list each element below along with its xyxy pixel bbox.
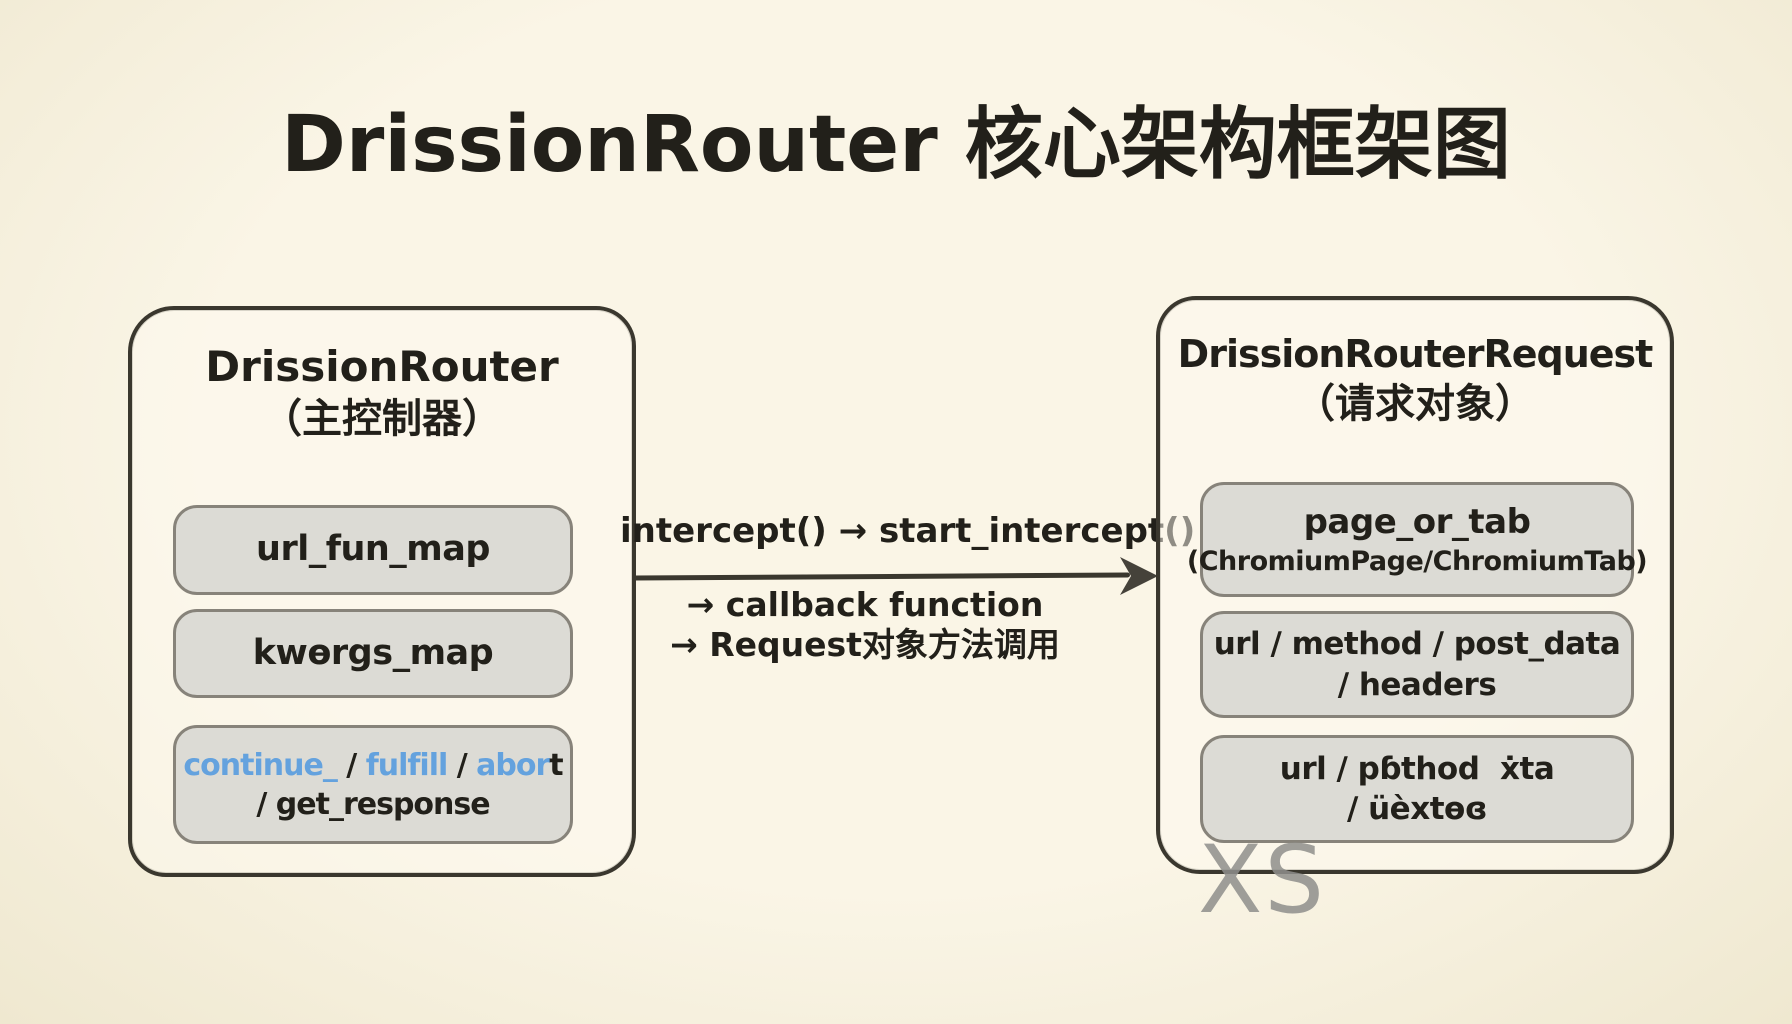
item-line: kwɵrgs_map: [252, 631, 494, 677]
item-line: url / pɓthod ẋta: [1279, 749, 1555, 789]
arrow-sublabel-callback: → callback function: [686, 585, 1044, 624]
diagram-item: url / pɓthod ẋta / üèxtɵɞ: [1200, 735, 1634, 843]
item-line: / get_response: [256, 785, 490, 824]
item-line: (ChromiumPage/ChromiumTab): [1186, 544, 1648, 579]
item-segment: / üèxtɵɞ: [1347, 791, 1488, 827]
diagram-title: DrissionRouter 核心架构框架图: [281, 100, 1511, 190]
drissionrouterrequest-box: DrissionRouterRequest （请求对象） page_or_tab…: [1156, 296, 1674, 874]
left-box-items: url_fun_map kwɵrgs_map continue_ / fulfill…: [132, 310, 632, 873]
item-segment: /: [336, 747, 366, 783]
arrow-label-intercept: intercept() → start_intercept(): [620, 511, 1196, 551]
diagram-item: kwɵrgs_map: [173, 609, 573, 698]
left-box-subtitle: （主控制器）: [262, 395, 502, 442]
arrow-sublabels: → callback function → Request对象方法调用: [600, 585, 1130, 665]
item-line: / headers: [1338, 665, 1497, 705]
item-segment: (ChromiumPage/ChromiumTab): [1186, 546, 1648, 578]
arrow-sublabel-request-call: → Request对象方法调用: [670, 625, 1060, 664]
item-line: page_or_tab: [1304, 500, 1531, 544]
item-segment: / headers: [1337, 666, 1497, 703]
watermark-text: XS: [1198, 826, 1327, 935]
diagram-item: url / method / post_data/ headers: [1200, 611, 1634, 718]
left-box-title: DrissionRouter: [205, 342, 559, 391]
diagram-item: continue_ / fulfill / abort/ get_respons…: [173, 725, 573, 844]
item-line: continue_ / fulfill / abort: [183, 746, 563, 785]
item-segment: page_or_tab: [1303, 501, 1531, 542]
item-segment-blue: fulfill: [365, 747, 449, 783]
item-segment: kwɵrgs_map: [252, 632, 494, 673]
left-box-header: DrissionRouter （主控制器）: [132, 310, 632, 445]
item-line: / üèxtɵɞ: [1347, 789, 1488, 829]
item-segment: /: [447, 747, 477, 783]
item-segment-blue: continue_: [183, 747, 337, 783]
item-segment: / get_response: [256, 786, 490, 822]
diagram-item: page_or_tab (ChromiumPage/ChromiumTab): [1187, 482, 1648, 597]
item-segment: url_fun_map: [256, 529, 490, 570]
flow-arrow-head-icon: [1120, 557, 1158, 595]
right-box-title: DrissionRouterRequest: [1177, 332, 1654, 376]
right-box-items: page_or_tab (ChromiumPage/ChromiumTab) url…: [1160, 300, 1670, 870]
item-segment: t: [549, 747, 563, 783]
item-line: url_fun_map: [256, 527, 490, 573]
drissionrouter-box: DrissionRouter （主控制器） url_fun_map kwɵrgs_…: [128, 306, 636, 877]
item-segment: url / method / post_data: [1213, 626, 1621, 663]
right-box-subtitle: （请求对象）: [1295, 380, 1535, 427]
diagram-item: url_fun_map: [173, 505, 573, 595]
right-box-header: DrissionRouterRequest （请求对象）: [1160, 300, 1670, 430]
item-segment: url / pɓthod ẋta: [1279, 750, 1555, 787]
flow-arrow-line: [631, 572, 1131, 581]
item-line: url / method / post_data: [1214, 624, 1621, 664]
item-segment-blue: abor: [476, 747, 550, 783]
